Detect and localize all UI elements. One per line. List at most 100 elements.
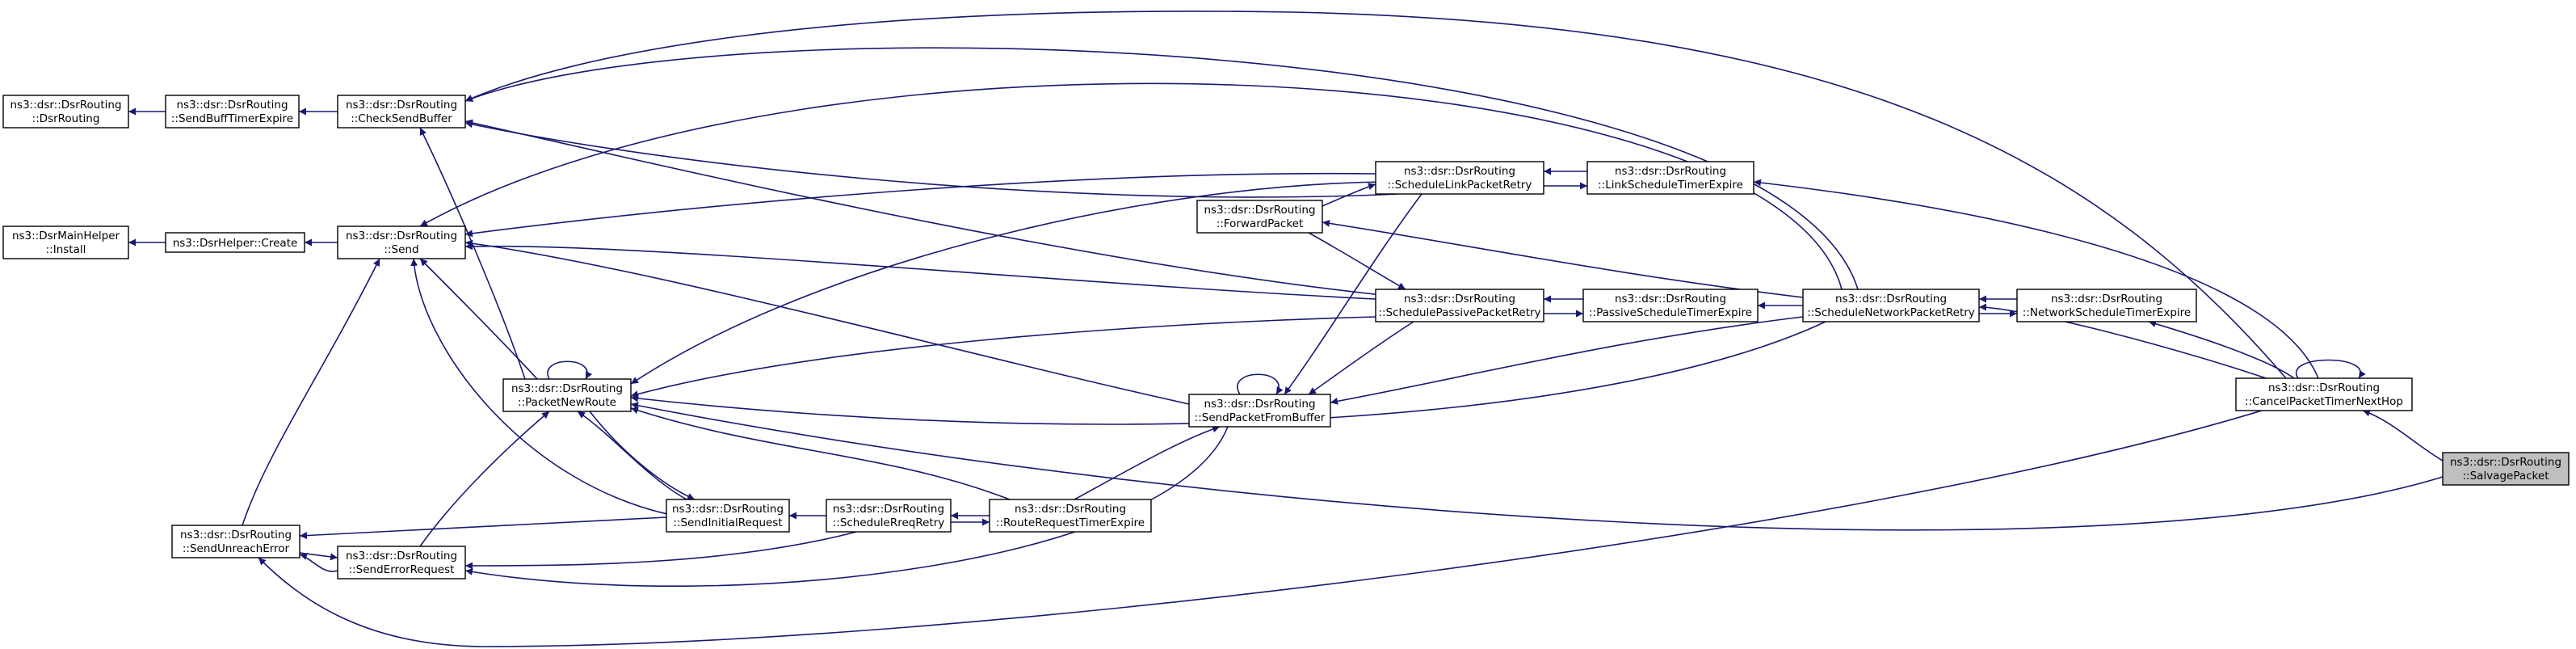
node-label-line-2: ::SendPacketFromBuffer [1195, 411, 1326, 424]
node-label-line-2: ::SalvagePacket [2463, 470, 2549, 483]
node-label-line-2: ::Send [384, 243, 418, 256]
node-label-line-1: ns3::dsr::DsrRouting [346, 99, 457, 112]
node-box [165, 95, 300, 129]
edge-cancelpackettimer-to-cancelpackettimer [2295, 359, 2366, 379]
node-label-line-1: ns3::dsr::DsrRouting [833, 503, 944, 516]
node-box [337, 95, 466, 129]
edge-routerequesttimer-to-packetnewroute [630, 407, 1011, 500]
node-label-line-1: ns3::dsr::DsrRouting [1404, 293, 1515, 306]
node-label-line-1: ns3::dsr::DsrRouting [2268, 381, 2380, 394]
edge-senderrorrequest-to-packetnewroute [419, 411, 550, 547]
edge-packetnewroute-to-checksendbuffer [419, 127, 526, 380]
node-box [1375, 161, 1544, 195]
node-box [1586, 161, 1754, 195]
node-label-line-2: ::LinkScheduleTimerExpire [1598, 179, 1743, 192]
edge-schedulepassivepacketretry-to-packetnewroute [630, 316, 1376, 398]
node-passivescheduletimerexpire[interactable]: ns3::dsr::DsrRouting ::PassiveScheduleTi… [1582, 289, 1759, 322]
node-cancelpackettimernexthop[interactable]: ns3::dsr::DsrRouting ::CancelPacketTimer… [2235, 377, 2413, 411]
node-sendpacketfrombuffer[interactable]: ns3::dsr::DsrRouting ::SendPacketFromBuf… [1188, 394, 1331, 428]
node-salvagepacket[interactable]: ns3::dsr::DsrRouting ::SalvagePacket [2442, 452, 2570, 486]
node-label-line-1: ns3::dsr::DsrRouting [1204, 204, 1315, 217]
node-senderrorrequest[interactable]: ns3::dsr::DsrRouting ::SendErrorRequest [337, 546, 466, 579]
node-label-line-1: ns3::dsr::DsrRouting [1204, 398, 1315, 411]
node-sendunreacherror[interactable]: ns3::dsr::DsrRouting ::SendUnreachError [171, 525, 300, 558]
node-label-line-2: ::DsrRouting [32, 112, 100, 125]
edge-schedulepassivepacketretry-to-send [464, 242, 1376, 300]
node-schedulepassivepacketretry[interactable]: ns3::dsr::DsrRouting ::SchedulePassivePa… [1375, 289, 1544, 322]
node-forwardpacket[interactable]: ns3::dsr::DsrRouting ::ForwardPacket [1196, 200, 1323, 234]
edge-cancelpackettimer-to-sendunreacherror [258, 410, 2263, 647]
node-label-line-2: ::ScheduleNetworkPacketRetry [1807, 306, 1975, 319]
node-label-line-2: ::CheckSendBuffer [351, 112, 452, 125]
node-label-line-1: ns3::dsr::DsrRouting [2450, 456, 2561, 469]
node-label-line-2: ::NetworkScheduleTimerExpire [2023, 306, 2191, 319]
edge-schedulelinkpacketretry-to-checksendbuffer [464, 120, 1398, 198]
node-box [337, 546, 466, 579]
node-label-line-2: ::PacketNewRoute [518, 396, 616, 409]
edge-schedulelinkpacketretry-to-send [464, 172, 1376, 238]
nodes-layer: ns3::dsr::DsrRouting ::DsrRouting ns3::d… [2, 95, 2570, 579]
edge-salvagepacket-to-cancelpackettimer [2362, 409, 2444, 461]
node-dsrmainhelper-install[interactable]: ns3::DsrMainHelper ::Install [2, 225, 129, 259]
edge-sendpacketfrombuffer-to-senderrorrequest [464, 426, 1229, 588]
edge-packetnewroute-to-send [419, 258, 538, 380]
edge-packetnewroute-to-packetnewroute [547, 360, 593, 380]
node-schedulerreqretry[interactable]: ns3::dsr::DsrRouting ::ScheduleRreqRetry [826, 499, 952, 533]
node-label-line-2: ::SendInitialRequest [673, 516, 782, 529]
node-label-line-2: ::ScheduleRreqRetry [833, 516, 945, 529]
node-label-line-2: ::SendBuffTimerExpire [171, 112, 293, 125]
node-label-line-1: ns3::dsr::DsrRouting [672, 503, 784, 516]
node-label-line-2: ::SendErrorRequest [349, 563, 455, 576]
edge-schedulereqretry-to-senderrorrequest [464, 531, 857, 570]
node-linkscheduletimerexpire[interactable]: ns3::dsr::DsrRouting ::LinkScheduleTimer… [1586, 161, 1754, 195]
node-dsrrouting-ctor[interactable]: ns3::dsr::DsrRouting ::DsrRouting [2, 95, 129, 129]
node-label-line-1: ns3::DsrHelper::Create [173, 237, 298, 250]
node-label-line-2: ::ScheduleLinkPacketRetry [1388, 179, 1532, 192]
node-send[interactable]: ns3::dsr::DsrRouting ::Send [337, 225, 466, 259]
node-box [337, 225, 466, 259]
node-label-line-1: ns3::dsr::DsrRouting [1404, 165, 1515, 178]
edge-cancelpackettimer-to-checksendbuffer [464, 11, 2287, 379]
edge-schedulepassivepacketretry-to-checksendbuffer [464, 119, 1382, 296]
edge-routerequesttimer-to-sendpacketfrombuffer [1074, 425, 1221, 500]
node-box [2, 225, 129, 259]
node-sendinitialrequest[interactable]: ns3::dsr::DsrRouting ::SendInitialReques… [666, 499, 790, 533]
edge-schedulenetworkpacketretry-to-send [419, 82, 1843, 290]
node-box [989, 499, 1152, 533]
node-packetnewroute[interactable]: ns3::dsr::DsrRouting ::PacketNewRoute [502, 378, 632, 412]
node-label-line-1: ns3::dsr::DsrRouting [180, 529, 292, 542]
node-box [1375, 289, 1544, 322]
node-label-line-1: ns3::dsr::DsrRouting [511, 382, 623, 395]
node-label-line-2: ::Install [46, 243, 86, 256]
node-schedulelinkpacketretry[interactable]: ns3::dsr::DsrRouting ::ScheduleLinkPacke… [1375, 161, 1544, 195]
node-label-line-2: ::SchedulePassivePacketRetry [1378, 306, 1540, 319]
node-routerequesttimerexpire[interactable]: ns3::dsr::DsrRouting ::RouteRequestTimer… [989, 499, 1152, 533]
edge-schedulenetworkpacketretry-to-forwardpacket [1322, 219, 1804, 298]
node-box [1196, 200, 1323, 234]
node-box [666, 499, 790, 533]
node-box [165, 232, 305, 253]
node-label-line-1: ns3::DsrMainHelper [12, 230, 120, 242]
node-box [2016, 289, 2197, 322]
node-box [2, 95, 129, 129]
node-label-line-2: ::PassiveScheduleTimerExpire [1589, 306, 1752, 319]
edge-salvagepacket-to-packetnewroute [630, 402, 2444, 531]
node-label-line-1: ns3::dsr::DsrRouting [1615, 293, 1726, 306]
edge-senderrorrequest-to-sendunreacherror [299, 553, 338, 572]
node-label-line-2: ::SendUnreachError [183, 542, 290, 555]
node-box [826, 499, 952, 533]
node-box [1582, 289, 1759, 322]
node-schedulenetworkpacketretry[interactable]: ns3::dsr::DsrRouting ::ScheduleNetworkPa… [1802, 289, 1980, 322]
node-label-line-1: ns3::dsr::DsrRouting [1015, 503, 1126, 516]
edge-forwardpacket-to-schedulelinkpacketretry [1322, 183, 1376, 207]
node-label-line-1: ns3::dsr::DsrRouting [346, 550, 457, 563]
node-sendbufftimerexpire[interactable]: ns3::dsr::DsrRouting ::SendBuffTimerExpi… [165, 95, 300, 129]
edge-sendinitialrequest-to-sendunreacherror [299, 516, 667, 540]
node-label-line-1: ns3::dsr::DsrRouting [2051, 293, 2162, 306]
node-networkscheduletimerexpire[interactable]: ns3::dsr::DsrRouting ::NetworkScheduleTi… [2016, 289, 2197, 322]
node-label-line-2: ::CancelPacketTimerNextHop [2245, 395, 2403, 408]
edge-sendpacketfrombuffer-to-sendpacketfrombuffer [1237, 373, 1284, 395]
node-label-line-1: ns3::dsr::DsrRouting [346, 230, 457, 242]
node-dsrhelper-create[interactable]: ns3::DsrHelper::Create [165, 232, 305, 253]
node-checksendbuffer[interactable]: ns3::dsr::DsrRouting ::CheckSendBuffer [337, 95, 466, 129]
